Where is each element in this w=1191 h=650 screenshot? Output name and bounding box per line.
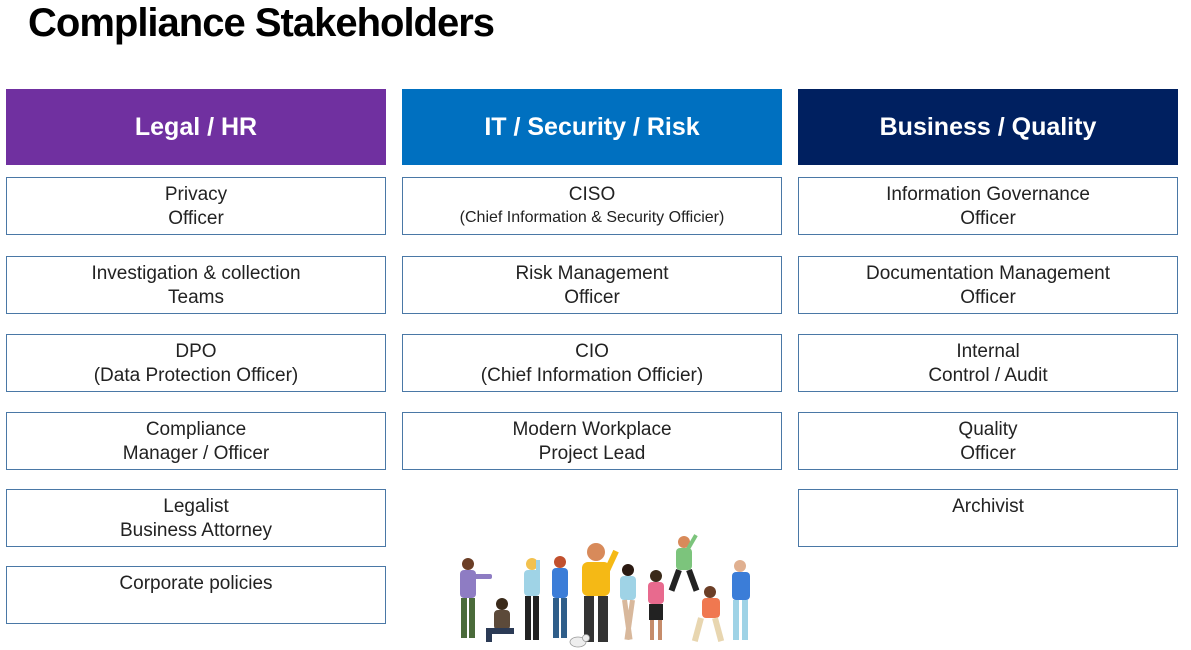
stakeholder-box: Documentation Management Officer bbox=[798, 256, 1178, 314]
stakeholder-box: Risk Management Officer bbox=[402, 256, 782, 314]
stakeholder-box: DPO (Data Protection Officer) bbox=[6, 334, 386, 392]
stakeholder-box: Corporate policies bbox=[6, 566, 386, 624]
stakeholder-line2: Control / Audit bbox=[928, 365, 1048, 386]
stakeholder-line1: Information Governance bbox=[886, 184, 1090, 205]
people-illustration bbox=[460, 534, 750, 648]
person-figure bbox=[620, 564, 636, 641]
stakeholder-line2: Officer bbox=[960, 208, 1016, 229]
stakeholder-line2: (Chief Information Officier) bbox=[480, 365, 704, 386]
stakeholder-line1: Risk Management bbox=[515, 263, 669, 284]
stakeholder-line1: Legalist bbox=[163, 496, 229, 517]
stakeholder-line2: (Data Protection Officer) bbox=[93, 365, 299, 386]
stakeholder-line2: Officer bbox=[960, 443, 1016, 464]
stakeholder-line2: Project Lead bbox=[538, 443, 646, 464]
stakeholder-line1: Documentation Management bbox=[866, 263, 1110, 284]
stakeholder-box: Archivist bbox=[798, 489, 1178, 547]
stakeholder-box: Legalist Business Attorney bbox=[6, 489, 386, 547]
person-figure bbox=[460, 558, 492, 638]
stakeholder-line2: Business Attorney bbox=[119, 520, 273, 541]
stakeholder-line2: Manager / Officer bbox=[122, 443, 270, 464]
page-title: Compliance Stakeholders bbox=[28, 1, 495, 45]
stakeholder-line1: Quality bbox=[958, 419, 1018, 440]
stakeholder-box: CIO (Chief Information Officier) bbox=[402, 334, 782, 392]
person-figure bbox=[486, 598, 514, 642]
person-figure bbox=[668, 534, 700, 592]
stakeholder-box: Internal Control / Audit bbox=[798, 334, 1178, 392]
stakeholder-box: Investigation & collection Teams bbox=[6, 256, 386, 314]
stakeholder-line1: Archivist bbox=[952, 496, 1024, 517]
stakeholder-line2: Officer bbox=[960, 287, 1016, 308]
column-legal-hr: Legal / HR Privacy Officer Investigation… bbox=[6, 89, 386, 624]
column-it-security-risk: IT / Security / Risk CISO (Chief Informa… bbox=[402, 89, 782, 470]
stakeholder-line1: DPO bbox=[175, 341, 217, 362]
column-header-it-security-risk: IT / Security / Risk bbox=[402, 89, 782, 165]
stakeholder-line1: Privacy bbox=[164, 184, 228, 205]
stakeholder-box: Information Governance Officer bbox=[798, 177, 1178, 235]
stakeholder-line1: Modern Workplace bbox=[512, 419, 672, 440]
stakeholder-line2: Officer bbox=[564, 287, 620, 308]
stakeholder-line2: Teams bbox=[168, 287, 224, 308]
person-figure bbox=[691, 586, 725, 642]
stakeholder-box: Privacy Officer bbox=[6, 177, 386, 235]
stakeholder-line2: (Chief Information & Security Officier) bbox=[459, 209, 725, 226]
stakeholder-box: Modern Workplace Project Lead bbox=[402, 412, 782, 470]
stakeholder-line1: Investigation & collection bbox=[91, 263, 301, 284]
person-figure bbox=[648, 570, 664, 640]
dog-figure bbox=[569, 634, 590, 648]
column-header-business-quality: Business / Quality bbox=[798, 89, 1178, 165]
person-figure bbox=[732, 560, 750, 640]
person-figure bbox=[524, 558, 540, 640]
stakeholder-box: Compliance Manager / Officer bbox=[6, 412, 386, 470]
stakeholder-line1: Corporate policies bbox=[119, 573, 273, 594]
column-header-legal-hr: Legal / HR bbox=[6, 89, 386, 165]
stakeholder-box: Quality Officer bbox=[798, 412, 1178, 470]
stakeholder-line2: Officer bbox=[168, 208, 224, 229]
stakeholder-line1: Compliance bbox=[145, 419, 247, 440]
person-figure bbox=[582, 543, 619, 642]
column-business-quality: Business / Quality Information Governanc… bbox=[798, 89, 1178, 547]
stakeholder-box: CISO (Chief Information & Security Offic… bbox=[402, 177, 782, 235]
stakeholder-line1: CIO bbox=[575, 341, 609, 362]
stakeholder-line1: Internal bbox=[956, 341, 1020, 362]
stakeholder-line1: CISO bbox=[568, 184, 616, 205]
person-figure bbox=[552, 556, 568, 638]
